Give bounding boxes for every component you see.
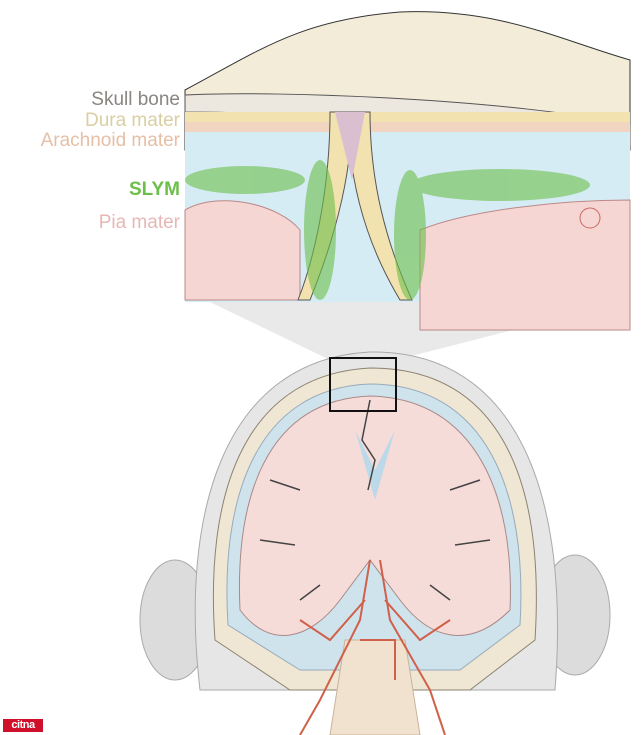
label-skull-bone: Skull bone [91,89,180,110]
brain-sulci [259,399,491,601]
pia-mater-right [419,199,631,331]
brain [238,395,511,636]
pia-mater-left [184,200,301,301]
venous-sinus [335,112,365,180]
slym-layer [185,160,590,300]
meninges-panel [184,11,631,331]
brainstem [329,639,421,735]
arachnoid-mater-layer [185,122,630,132]
label-slym: SLYM [128,179,180,200]
blood-vessel [579,207,601,229]
label-pia-mater: Pia mater [98,212,180,233]
label-dura-mater: Dura mater [84,110,180,131]
head-cross-section [139,351,611,735]
arteries [299,559,451,735]
ventricle [355,430,395,500]
label-arachnoid-mater: Arachnoid mater [40,130,180,151]
zoom-box [329,357,397,412]
citna-logo: citna [3,719,43,732]
dura-mater-layer [185,112,630,122]
